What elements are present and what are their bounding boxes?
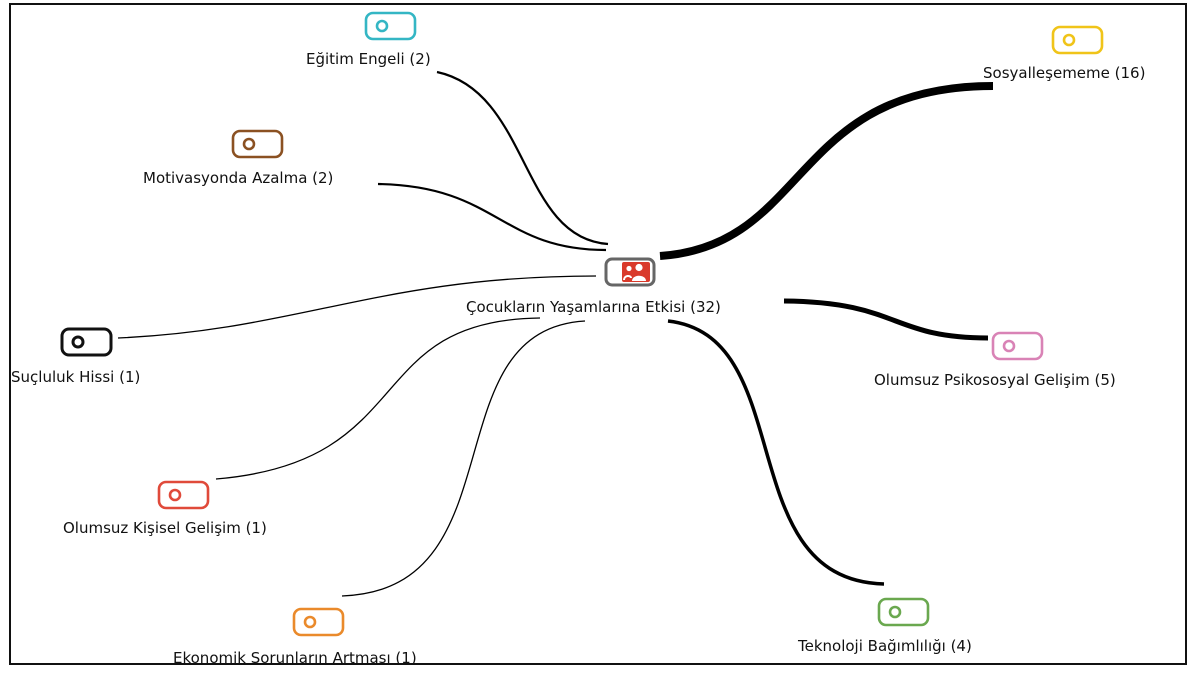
center-label: Çocukların Yaşamlarına Etkisi (32) (466, 298, 721, 316)
person-group-code-icon (604, 257, 656, 287)
code-tag-icon (364, 11, 417, 41)
node-egitim[interactable]: Eğitim Engeli (2) (306, 11, 431, 68)
node-motivasyon-label: Motivasyonda Azalma (2) (143, 169, 333, 187)
node-sosyal-label: Sosyalleşememe (16) (983, 64, 1145, 82)
code-tag-icon (991, 331, 1044, 361)
code-tag-icon (292, 607, 345, 637)
connector-teknoloji (667, 319, 885, 586)
node-psikososyal[interactable]: Olumsuz Psikososyal Gelişim (5) (874, 331, 1116, 389)
node-egitim-label: Eğitim Engeli (2) (306, 50, 431, 68)
node-sosyal[interactable]: Sosyalleşememe (16) (983, 25, 1145, 82)
connector-egitim (436, 70, 609, 246)
connector-ekonomik (341, 320, 586, 597)
connector-psikososyal (783, 298, 989, 341)
node-motivasyon[interactable]: Motivasyonda Azalma (2) (143, 129, 333, 187)
node-kisisel-label: Olumsuz Kişisel Gelişim (1) (63, 519, 267, 537)
code-tag-icon (877, 597, 930, 627)
node-ekonomik-label: Ekonomik Sorunların Artması (1) (173, 649, 417, 667)
node-teknoloji[interactable]: Teknoloji Bağımlılığı (4) (797, 597, 972, 655)
node-psikososyal-label: Olumsuz Psikososyal Gelişim (5) (874, 371, 1116, 389)
connector-kisisel (215, 317, 541, 480)
node-sucluluk[interactable]: Suçluluk Hissi (1) (11, 327, 140, 386)
connector-sucluluk (117, 275, 597, 339)
node-sucluluk-label: Suçluluk Hissi (1) (11, 368, 140, 386)
connector-sosyal (659, 82, 994, 260)
connector-motivasyon (377, 182, 607, 252)
center-node[interactable]: Çocukların Yaşamlarına Etkisi (32) (466, 257, 721, 316)
diagram-frame (9, 3, 1187, 665)
node-teknoloji-label: Teknoloji Bağımlılığı (4) (797, 637, 972, 655)
code-tag-icon (231, 129, 284, 159)
code-tag-icon (1051, 25, 1104, 55)
connectors (117, 70, 994, 597)
node-kisisel[interactable]: Olumsuz Kişisel Gelişim (1) (63, 480, 267, 537)
code-tag-icon (157, 480, 210, 510)
code-tag-icon (60, 327, 113, 357)
node-ekonomik[interactable]: Ekonomik Sorunların Artması (1) (173, 607, 417, 667)
